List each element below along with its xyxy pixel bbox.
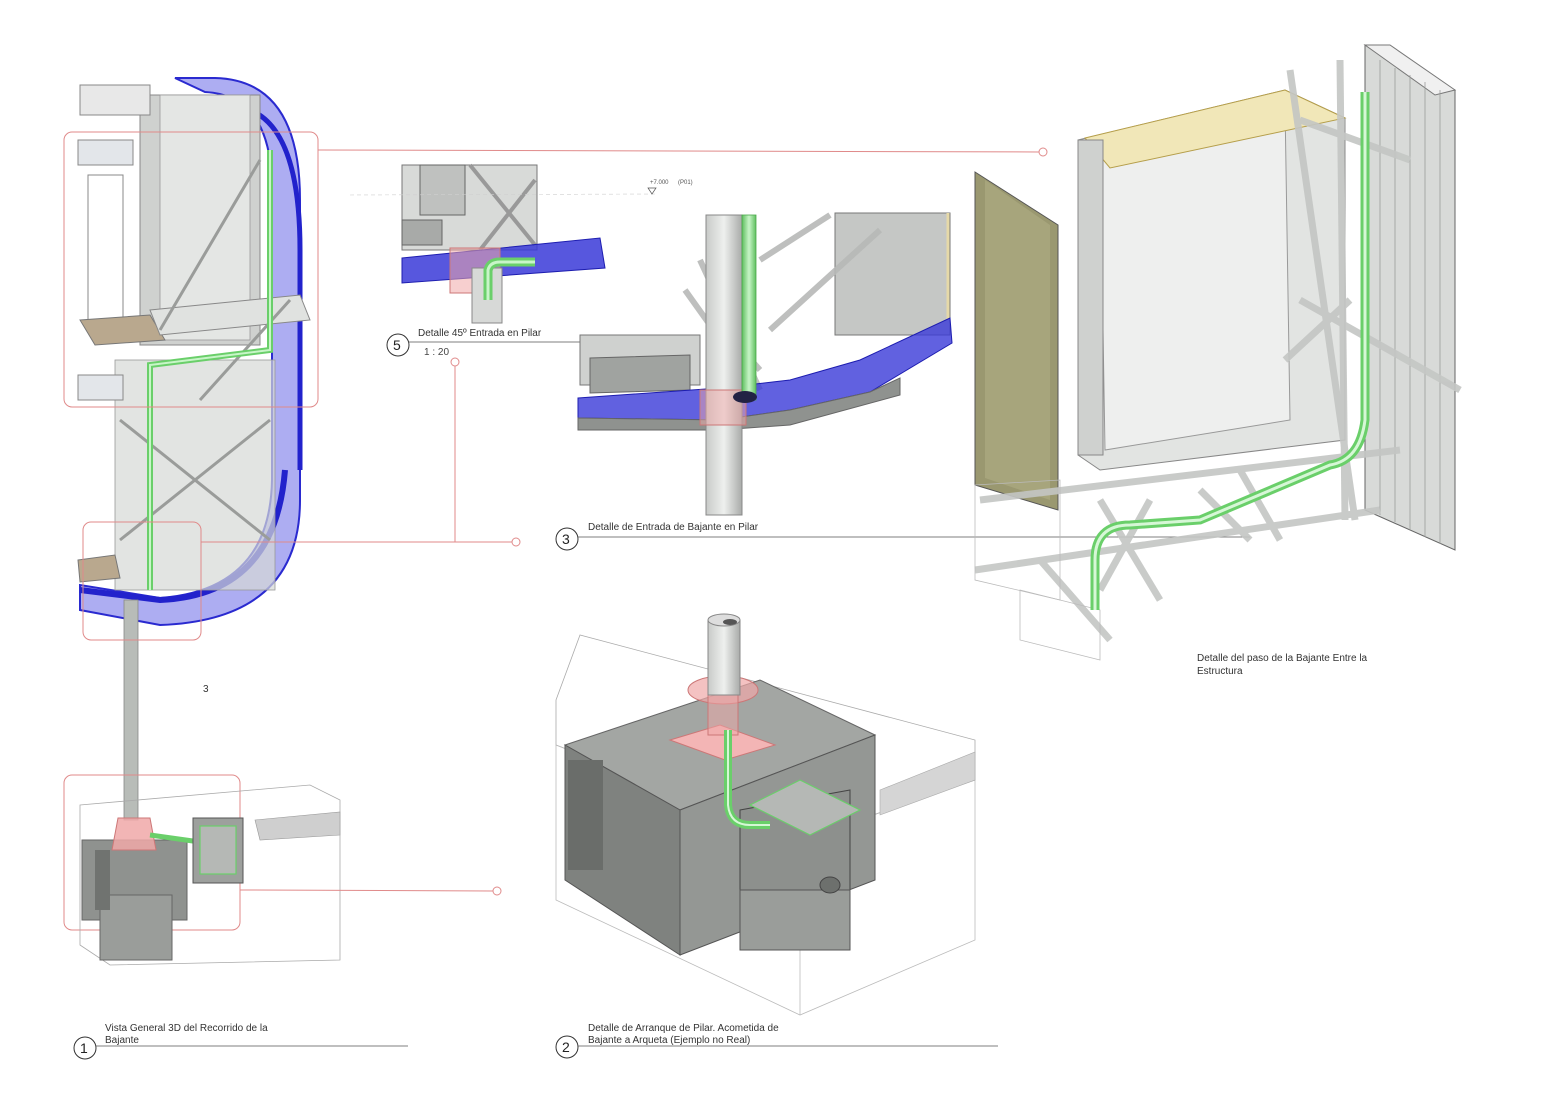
view-1-title-line1: Vista General 3D del Recorrido de la <box>105 1023 268 1034</box>
vertical-downpipe <box>123 599 139 821</box>
level-name: (P01) <box>678 180 693 186</box>
callout-box-middle <box>82 521 202 641</box>
view-5-number: 5 <box>393 337 401 353</box>
core-volume-lower <box>114 359 276 591</box>
callout-leaders <box>201 147 1048 896</box>
floor-slab-lower <box>77 554 121 583</box>
base-flange <box>111 817 157 851</box>
view-2-title-line1: Detalle de Arranque de Pilar. Acometida … <box>588 1023 779 1034</box>
base-plate-2 <box>668 724 777 761</box>
view-5-scale: 1 : 20 <box>424 347 449 358</box>
view-2-title-line2: Bajante a Arqueta (Ejemplo no Real) <box>588 1035 750 1046</box>
view-2-number: 2 <box>562 1039 570 1055</box>
view-1-title-block: 1 Vista General 3D del Recorrido de la B… <box>73 1023 408 1060</box>
view-3-title: Detalle de Entrada de Bajante en Pilar <box>588 522 759 533</box>
view-3-pillar-entry <box>577 212 953 516</box>
pillar-3 <box>705 214 743 516</box>
stray-mark: 3 <box>203 684 209 695</box>
view-5-title: Detalle 45º Entrada en Pilar <box>418 328 542 339</box>
view-3-number: 3 <box>562 531 570 547</box>
view-2-pillar-base <box>555 613 976 1016</box>
floor-slab-upper <box>79 314 166 346</box>
view-4-title-line1: Detalle del paso de la Bajante Entre la <box>1197 653 1368 664</box>
view-1-number: 1 <box>80 1040 88 1056</box>
view-1-overall-3d: 3 <box>63 77 341 966</box>
pipe-3 <box>741 214 757 401</box>
view-5-detail-45: +7.000 (P01) <box>349 163 693 324</box>
callout-box-upper <box>63 131 319 408</box>
view-5-title-block: 5 Detalle 45º Entrada en Pilar 1 : 20 <box>386 328 590 358</box>
view-1-title-line2: Bajante <box>105 1035 139 1046</box>
level-elevation: +7.000 <box>650 180 669 186</box>
view-2-title-block: 2 Detalle de Arranque de Pilar. Acometid… <box>555 1023 998 1059</box>
view-3-title-block: 3 Detalle de Entrada de Bajante en Pilar <box>555 522 1250 551</box>
view-4-structure-pass: Detalle del paso de la Bajante Entre la … <box>974 44 1462 677</box>
view-4-title-line2: Estructura <box>1197 666 1243 677</box>
pillar-2 <box>707 619 741 696</box>
